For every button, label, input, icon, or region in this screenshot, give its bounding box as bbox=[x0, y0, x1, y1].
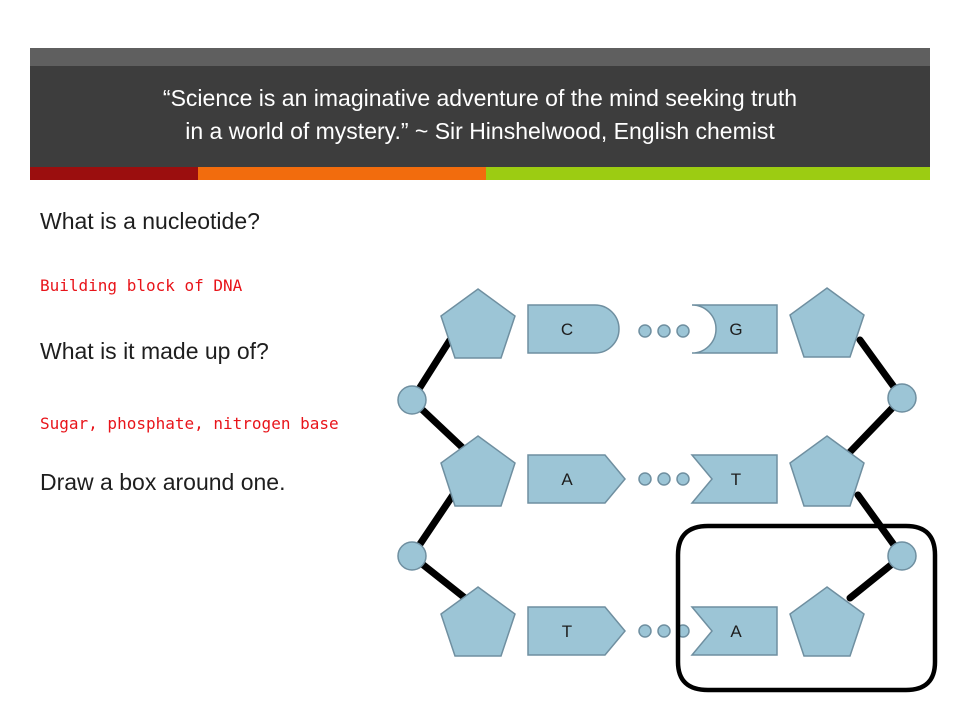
bond-dot bbox=[657, 324, 671, 338]
base-shape-a bbox=[690, 606, 778, 656]
quote-line-1: “Science is an imaginative adventure of … bbox=[162, 85, 798, 111]
sugar-pentagon bbox=[440, 586, 516, 657]
quote-line-2: in a world of mystery.” ~ Sir Hinshelwoo… bbox=[185, 118, 775, 144]
bond-dot bbox=[676, 472, 690, 486]
sugar-pentagon bbox=[440, 288, 516, 359]
bond-dot bbox=[657, 624, 671, 638]
phosphate-circle bbox=[397, 541, 427, 571]
answer-components: Sugar, phosphate, nitrogen base bbox=[40, 414, 339, 433]
base-label-left: C bbox=[561, 320, 573, 339]
bond-dot bbox=[638, 324, 652, 338]
question-draw-box: Draw a box around one. bbox=[40, 469, 286, 495]
question-made-of: What is it made up of? bbox=[40, 338, 269, 364]
quote-header: “Science is an imaginative adventure of … bbox=[30, 66, 930, 167]
bond-dot bbox=[676, 324, 690, 338]
base-label-left: T bbox=[562, 622, 572, 641]
phosphate-circle bbox=[887, 541, 917, 571]
accent-bar-red bbox=[30, 167, 198, 180]
base-label-right: A bbox=[730, 622, 742, 641]
accent-bar-orange bbox=[198, 167, 486, 180]
sugar-pentagon bbox=[789, 435, 865, 507]
base-shape-g bbox=[691, 304, 778, 354]
base-shape-t bbox=[690, 454, 778, 504]
base-label-right: G bbox=[729, 320, 742, 339]
sugar-pentagon bbox=[789, 586, 865, 657]
sugar-pentagon bbox=[440, 435, 516, 507]
phosphate-circle bbox=[397, 385, 427, 415]
question-nucleotide: What is a nucleotide? bbox=[40, 208, 260, 234]
base-label-left: A bbox=[561, 470, 573, 489]
base-shape-t bbox=[527, 606, 626, 656]
quote-text: “Science is an imaginative adventure of … bbox=[30, 82, 930, 148]
nucleotide-highlight-box bbox=[675, 523, 938, 693]
sugar-pentagon bbox=[789, 287, 865, 358]
header-top-strip bbox=[30, 48, 930, 66]
phosphate-circle bbox=[887, 383, 917, 413]
bond-dot bbox=[638, 472, 652, 486]
accent-bar-green bbox=[486, 167, 930, 180]
base-shape-c bbox=[527, 304, 620, 354]
bond-dot bbox=[657, 472, 671, 486]
answer-building-block: Building block of DNA bbox=[40, 276, 243, 295]
base-shape-a bbox=[527, 454, 626, 504]
base-label-right: T bbox=[731, 470, 741, 489]
bond-dot bbox=[638, 624, 652, 638]
